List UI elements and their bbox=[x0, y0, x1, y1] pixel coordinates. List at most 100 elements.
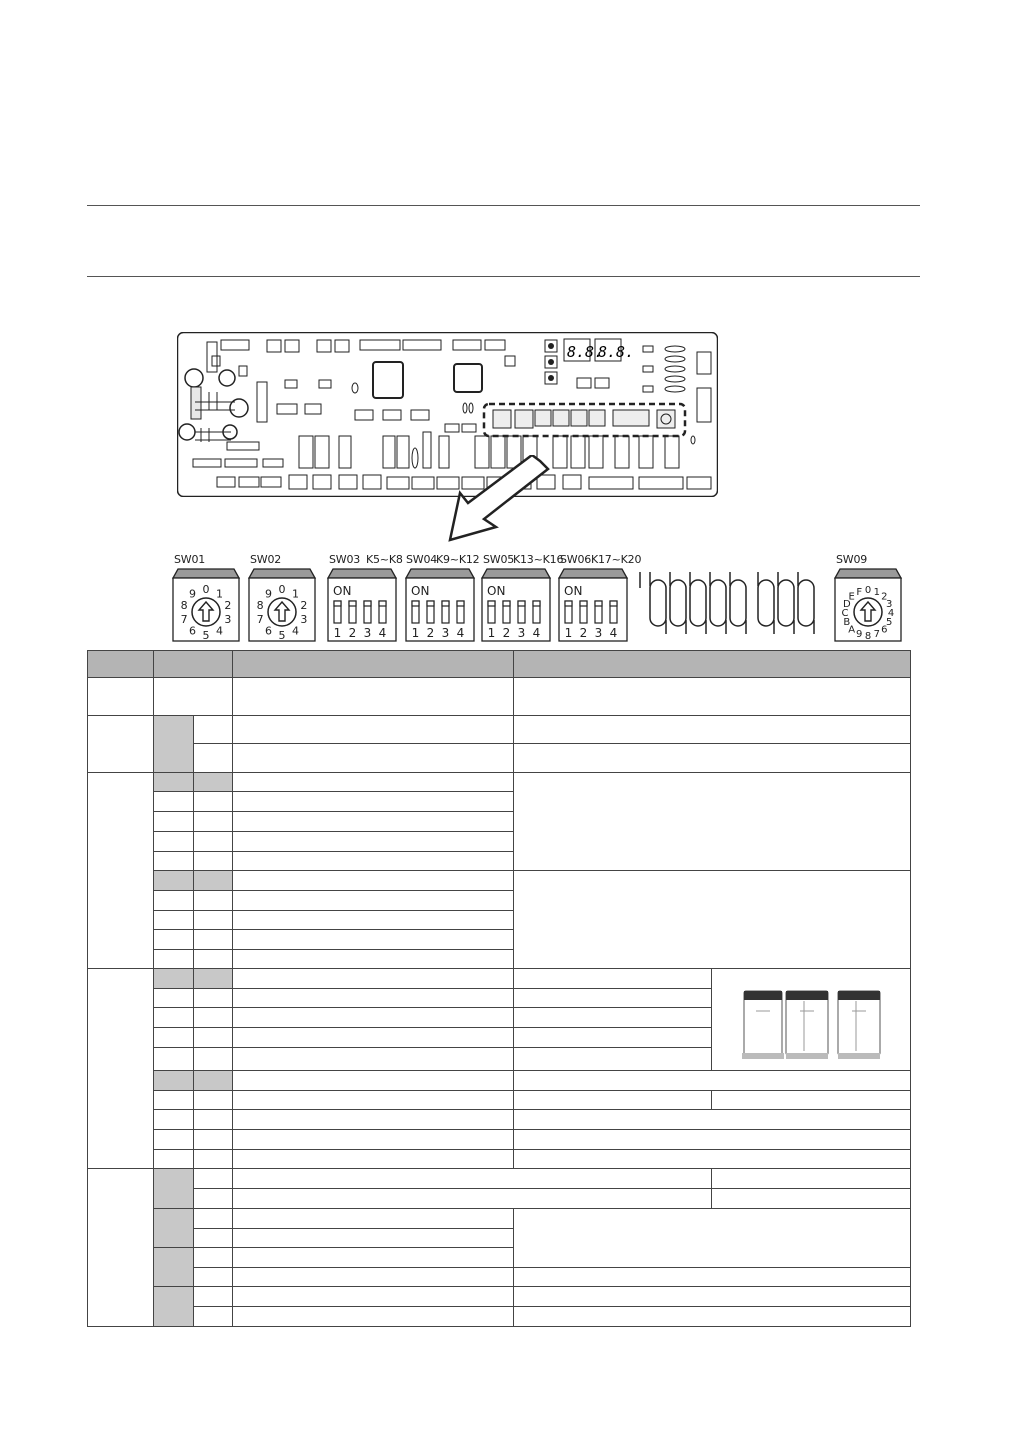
jumper-icon bbox=[709, 579, 727, 627]
sw05-label: SW05 bbox=[483, 553, 515, 566]
jumper-icon bbox=[669, 579, 687, 627]
jumper-icon bbox=[777, 579, 795, 627]
table-row bbox=[88, 1208, 911, 1268]
table-row bbox=[88, 988, 911, 1008]
table-row bbox=[87, 715, 911, 773]
sw06-position-number: 1 bbox=[565, 626, 573, 640]
top-rule bbox=[87, 205, 920, 206]
sw05-range: K13~K16 bbox=[513, 553, 564, 566]
table-row bbox=[88, 1149, 911, 1169]
table-row bbox=[88, 1286, 911, 1327]
sw09-digit: A bbox=[848, 624, 855, 635]
sw05-position-number: 3 bbox=[518, 626, 526, 640]
sw02-digit: 2 bbox=[300, 599, 307, 612]
sw06-position-number: 2 bbox=[580, 626, 588, 640]
sw01-digit: 3 bbox=[224, 613, 231, 626]
jumper-icon bbox=[757, 579, 775, 627]
sw09-digit: 7 bbox=[874, 629, 880, 640]
sw04-on-label: ON bbox=[411, 584, 429, 598]
table-header-row bbox=[87, 650, 911, 678]
sw01-digit: 7 bbox=[181, 613, 188, 626]
sw03-position-number: 3 bbox=[364, 626, 372, 640]
sw06-range: K17~K20 bbox=[591, 553, 642, 566]
sw01-digit: 5 bbox=[203, 629, 210, 642]
sw01-digit: 9 bbox=[189, 587, 196, 600]
table-row bbox=[88, 1109, 911, 1130]
table-row bbox=[88, 1129, 911, 1150]
table-row bbox=[88, 1090, 911, 1110]
sw02-digit: 4 bbox=[292, 625, 299, 638]
sw09-arrow-icon bbox=[859, 600, 877, 622]
table-row bbox=[88, 1027, 911, 1048]
sw02-digit: 3 bbox=[300, 613, 307, 626]
sw06-position-number: 3 bbox=[595, 626, 603, 640]
table-row bbox=[88, 1247, 911, 1287]
sw09-digit: 5 bbox=[886, 617, 892, 628]
table-row bbox=[88, 791, 911, 812]
jumper-icon bbox=[729, 579, 747, 627]
pcb-board-illustration: 8.8. 8.8. bbox=[177, 332, 718, 497]
sw01-arrow-icon bbox=[197, 600, 215, 622]
jumper-icon bbox=[689, 579, 707, 627]
sw03-range: K5~K8 bbox=[366, 553, 403, 566]
sw09-digit: 9 bbox=[856, 629, 862, 640]
sw06-on-label: ON bbox=[564, 584, 582, 598]
sw02-digit: 5 bbox=[279, 629, 286, 642]
sw02-digit: 1 bbox=[292, 587, 299, 600]
sw04-position-number: 1 bbox=[412, 626, 420, 640]
sw01-digit: 4 bbox=[216, 625, 223, 638]
sw09-digit: 0 bbox=[865, 585, 871, 596]
sw06-label: SW06 bbox=[560, 553, 592, 566]
sw09-digit: 6 bbox=[881, 624, 887, 635]
sw03-position-number: 2 bbox=[349, 626, 357, 640]
sw02-digit: 6 bbox=[265, 625, 272, 638]
header-cell-1 bbox=[87, 650, 154, 678]
sw04-label: SW04 bbox=[406, 553, 438, 566]
sw01-digit: 2 bbox=[224, 599, 231, 612]
sw01-digit: 6 bbox=[189, 625, 196, 638]
table-row bbox=[88, 743, 911, 773]
sw09-digit: D bbox=[843, 599, 851, 610]
zoom-arrow-icon bbox=[448, 455, 550, 542]
header-cell-2 bbox=[153, 650, 233, 678]
jumper-resistors bbox=[639, 572, 815, 634]
sw05-position-number: 2 bbox=[503, 626, 511, 640]
sw02-digit: 0 bbox=[279, 583, 286, 596]
sw09-digit: 8 bbox=[865, 631, 871, 642]
sw01-digit: 0 bbox=[203, 583, 210, 596]
table-row bbox=[87, 1168, 911, 1327]
sw02-label: SW02 bbox=[250, 553, 282, 566]
switch-settings-table bbox=[87, 650, 911, 1327]
sw09-digit: 3 bbox=[886, 599, 892, 610]
sw04-position-number: 3 bbox=[442, 626, 450, 640]
sw04-position-number: 4 bbox=[457, 626, 465, 640]
sw09-digit: C bbox=[842, 608, 849, 619]
table-row bbox=[87, 772, 911, 969]
sw09-label: SW09 bbox=[836, 553, 868, 566]
sw09-digit: E bbox=[849, 592, 855, 603]
sw05-position-number: 4 bbox=[533, 626, 541, 640]
table-row bbox=[88, 1070, 911, 1091]
sw09-digit: 1 bbox=[874, 587, 880, 598]
sw02-digit: 8 bbox=[257, 599, 264, 612]
sw03-label: SW03 bbox=[329, 553, 361, 566]
sw02-arrow-icon bbox=[273, 600, 291, 622]
sw09-digit: 2 bbox=[881, 592, 887, 603]
sw01-digit: 8 bbox=[181, 599, 188, 612]
table-row bbox=[88, 1267, 911, 1287]
sw04-range: K9~K12 bbox=[436, 553, 480, 566]
sw03-on-label: ON bbox=[333, 584, 351, 598]
table-row bbox=[87, 677, 911, 716]
segment-display-2: 8.8. bbox=[598, 343, 634, 361]
table-row bbox=[88, 1188, 911, 1209]
sw09-digit: B bbox=[843, 617, 850, 628]
table-row bbox=[88, 949, 911, 969]
sw05-position-number: 1 bbox=[488, 626, 496, 640]
